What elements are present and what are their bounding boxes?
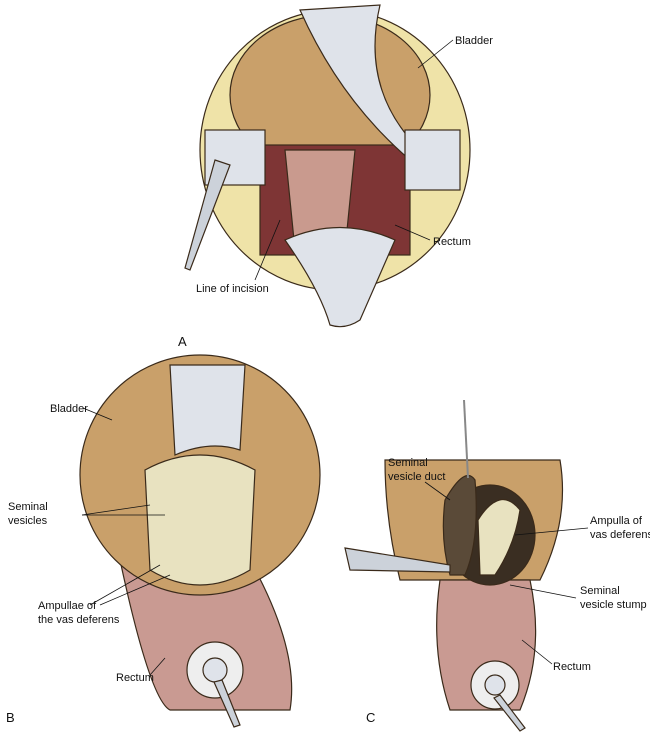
retractor-bottom [284, 227, 396, 328]
probe-b [213, 679, 241, 728]
label-ampullae: Ampullae of [38, 600, 97, 612]
label-seminal-vesicle-stump: Seminal [580, 585, 620, 597]
label-bladder: Bladder [50, 403, 88, 415]
panel-letter-b: B [6, 710, 15, 725]
panel-b: Bladder Seminal vesicles Ampullae of the… [6, 354, 321, 728]
svg-text:vesicles: vesicles [8, 515, 48, 527]
panel-c: Seminal vesicle duct Ampulla of vas defe… [344, 399, 650, 732]
svg-text:vesicle duct: vesicle duct [388, 471, 445, 483]
label-line-of-incision: Line of incision [196, 283, 269, 295]
probe-c [493, 694, 526, 732]
label-ampulla: Ampulla of [590, 515, 643, 527]
rectum-b [119, 559, 293, 711]
label-seminal-vesicle-duct: Seminal [388, 457, 428, 469]
seminal-vesicle-c [442, 475, 477, 576]
svg-text:vas deferens: vas deferens [590, 529, 650, 541]
forceps-c [344, 547, 451, 573]
svg-text:vesicle stump: vesicle stump [580, 599, 647, 611]
label-seminal-vesicles: Seminal [8, 501, 48, 513]
retractor-b [169, 364, 246, 456]
retractor-right [404, 129, 461, 191]
retractor-handle [184, 159, 231, 271]
seminal-vesicles-b [144, 454, 256, 586]
clamp-top [463, 399, 469, 479]
panel-letter-c: C [366, 710, 375, 725]
ampulla-c [477, 499, 521, 576]
panel-a: Bladder Rectum Line of incision A [178, 4, 493, 349]
label-rectum: Rectum [433, 236, 471, 248]
label-bladder: Bladder [455, 35, 493, 47]
panel-letter-a: A [178, 334, 187, 349]
label-rectum: Rectum [116, 672, 154, 684]
svg-text:the vas deferens: the vas deferens [38, 614, 120, 626]
label-rectum: Rectum [553, 661, 591, 673]
